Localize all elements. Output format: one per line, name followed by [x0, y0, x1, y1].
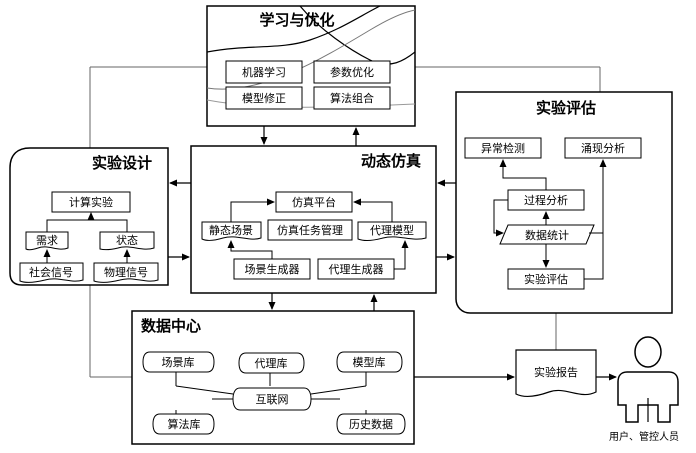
- static-scene-label: 静态场景: [209, 223, 253, 237]
- physical-signal-label: 物理信号: [104, 265, 148, 279]
- process-analysis-label: 过程分析: [524, 193, 568, 207]
- experiment-assessment-label: 实验评估: [524, 272, 568, 286]
- learning-title: 学习与优化: [259, 11, 334, 29]
- user-label: 用户、管控人员: [609, 430, 679, 443]
- scene-library-label: 场景库: [162, 355, 195, 369]
- social-signal-label: 社会信号: [29, 265, 73, 279]
- scene-generator-label: 场景生成器: [245, 262, 300, 276]
- anomaly-detection-label: 异常检测: [481, 141, 525, 155]
- experiment-report: 实验报告: [515, 349, 597, 398]
- simulation-platform-label: 仿真平台: [292, 195, 336, 209]
- data-center-module: 数据中心 场景库 代理库 模型库 互联网 算法库 历史数据: [131, 310, 415, 445]
- user-icon: [617, 336, 679, 423]
- agent-model-label: 代理模型: [370, 223, 414, 237]
- datacenter-title: 数据中心: [141, 317, 201, 335]
- algorithm-combination-label: 算法组合: [330, 91, 374, 105]
- module-arrows: [168, 126, 617, 381]
- model-library-label: 模型库: [353, 355, 386, 369]
- frame-lines: [89, 66, 601, 378]
- need-label: 需求: [36, 234, 58, 247]
- design-title: 实验设计: [92, 154, 152, 172]
- history-data-label: 历史数据: [349, 417, 393, 431]
- algorithm-library-label: 算法库: [168, 417, 201, 431]
- evaluation-title: 实验评估: [536, 99, 596, 117]
- state-label: 状态: [116, 233, 138, 247]
- learning-optimization-module: 学习与优化 机器学习 参数优化 模型修正 算法组合: [206, 5, 416, 127]
- dynamic-simulation-module: 动态仿真 仿真平台 静态场景 仿真任务管理 代理模型 场景生成器 代理生成器: [190, 145, 437, 294]
- model-correction-label: 模型修正: [242, 91, 286, 105]
- internet-label: 互联网: [256, 393, 289, 406]
- simulation-title: 动态仿真: [361, 152, 421, 170]
- emergence-analysis-label: 涌现分析: [581, 141, 625, 155]
- experiment-evaluation-module: 实验评估 异常检测 涌现分析 过程分析 数据统计 实验评估: [455, 91, 673, 314]
- experiment-report-label: 实验报告: [534, 365, 578, 379]
- experiment-design-module: 实验设计 计算实验 需求 状态 社会信号 物理信号: [9, 147, 169, 286]
- data-statistics-label: 数据统计: [525, 228, 569, 242]
- parameter-optimization-label: 参数优化: [330, 65, 374, 79]
- agent-library-label: 代理库: [255, 357, 288, 370]
- agent-generator-label: 代理生成器: [329, 262, 384, 276]
- machine-learning-label: 机器学习: [242, 65, 286, 79]
- task-management-label: 仿真任务管理: [277, 223, 343, 237]
- compute-experiment-label: 计算实验: [69, 195, 113, 209]
